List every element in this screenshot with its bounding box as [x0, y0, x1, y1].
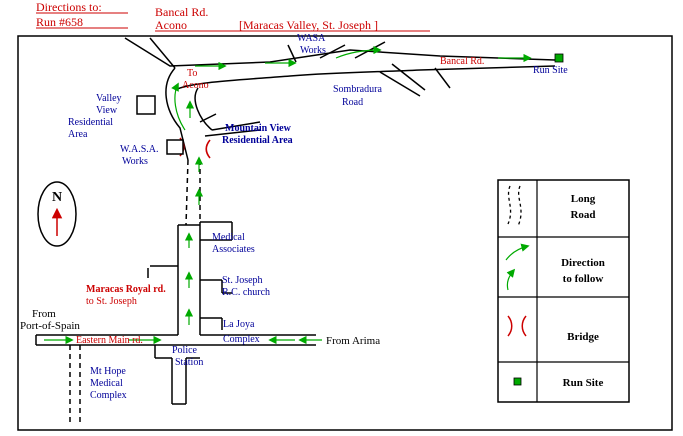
origin-labels: From Port-of-Spain From Arima: [20, 308, 380, 347]
header-underlines: [36, 12, 430, 32]
label-valley-view-1: Valley: [96, 93, 122, 104]
header-run-number: Run #658: [36, 15, 83, 29]
label-medical-assoc-1: Medical: [212, 232, 245, 243]
label-mountain-view-2: Residential Area: [222, 135, 293, 146]
legend-long-road-1: Long: [571, 193, 596, 205]
label-wasa-top-2: Works: [300, 45, 326, 56]
label-church-1: St. Joseph: [222, 275, 263, 286]
wasa-works-box: [166, 139, 184, 155]
legend-run-site: Run Site: [563, 377, 604, 389]
label-church-2: R.C. church: [222, 287, 270, 298]
direction-arrows-main: [184, 100, 204, 325]
label-la-joya-2: Complex: [223, 334, 260, 345]
label-mountain-view-1: Mountain View: [225, 123, 292, 134]
header-road: Bancal Rd.: [155, 5, 208, 19]
label-valley-view-4: Area: [68, 129, 88, 140]
label-from-arima: From Arima: [326, 335, 380, 347]
label-wasa-works-2: Works: [122, 156, 148, 167]
legend: Long Road Direction to follow Bridge Run…: [497, 179, 630, 403]
header-acono: Acono: [155, 18, 187, 32]
north-label: N: [52, 190, 62, 205]
label-wasa-top-1: WASA: [297, 33, 326, 44]
road-lower: [174, 65, 556, 91]
bridges: [179, 137, 211, 159]
legend-direction-icon: [505, 243, 530, 291]
legend-bridge: Bridge: [567, 331, 599, 343]
road-upper: [124, 37, 556, 67]
header-line1: Directions to:: [36, 0, 102, 14]
map-frame: [17, 35, 673, 431]
legend-direction-1: Direction: [561, 257, 605, 269]
label-mt-hope-2: Medical: [90, 378, 123, 389]
label-sombradura-2: Road: [342, 97, 363, 108]
label-police-1: Police: [172, 345, 198, 356]
label-eastern-main: Eastern Main rd.: [76, 335, 143, 346]
label-mt-hope-1: Mt Hope: [90, 366, 126, 377]
map-labels: WASA Works Bancal Rd. Run Site To Acono …: [68, 33, 568, 401]
legend-bridge-icon: [507, 315, 527, 337]
run-site-marker: [554, 53, 564, 63]
legend-long-road-2: Road: [570, 209, 595, 221]
side-streets: [147, 221, 233, 330]
label-maracas-royal-2: to St. Joseph: [86, 296, 137, 307]
label-from-pos-2: Port-of-Spain: [20, 320, 80, 332]
south-roads: [69, 345, 200, 422]
legend-direction-2: to follow: [563, 273, 604, 285]
label-police-2: Station: [175, 357, 203, 368]
label-bancal-rd: Bancal Rd.: [440, 56, 484, 67]
label-valley-view-3: Residential: [68, 117, 113, 128]
north-roads: [124, 37, 556, 161]
valley-view-box: [136, 95, 156, 115]
legend-long-road-icon: [507, 185, 522, 227]
eastern-main-road: [35, 334, 316, 346]
road-curve-west: [165, 67, 189, 161]
label-mt-hope-3: Complex: [90, 390, 127, 401]
buildings: [136, 95, 184, 155]
label-wasa-works-1: W.A.S.A.: [120, 144, 159, 155]
label-maracas-royal-1: Maracas Royal rd.: [86, 284, 166, 295]
label-from-pos-1: From: [32, 308, 56, 320]
header-area: [Maracas Valley, St. Joseph ]: [239, 18, 378, 32]
north-compass: N: [37, 181, 77, 247]
label-to-acono-1: To: [187, 68, 197, 79]
header: Directions to: Run #658 Bancal Rd. Acono…: [36, 0, 378, 32]
direction-arrows-north: [171, 45, 532, 131]
label-medical-assoc-2: Associates: [212, 244, 255, 255]
label-sombradura-1: Sombradura: [333, 84, 382, 95]
label-valley-view-2: View: [96, 105, 118, 116]
label-run-site: Run Site: [533, 65, 568, 76]
label-to-acono-2: Acono: [182, 80, 209, 91]
legend-run-site-icon: [513, 377, 522, 386]
label-la-joya-1: La Joya: [223, 319, 255, 330]
